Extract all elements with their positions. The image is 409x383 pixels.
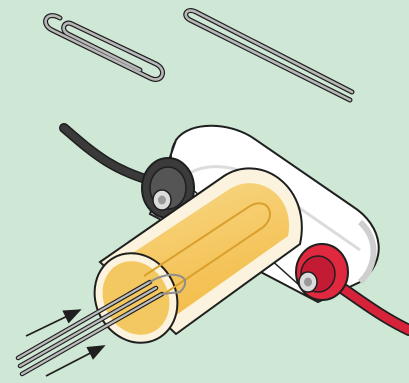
red-terminal-icon [296,244,348,300]
